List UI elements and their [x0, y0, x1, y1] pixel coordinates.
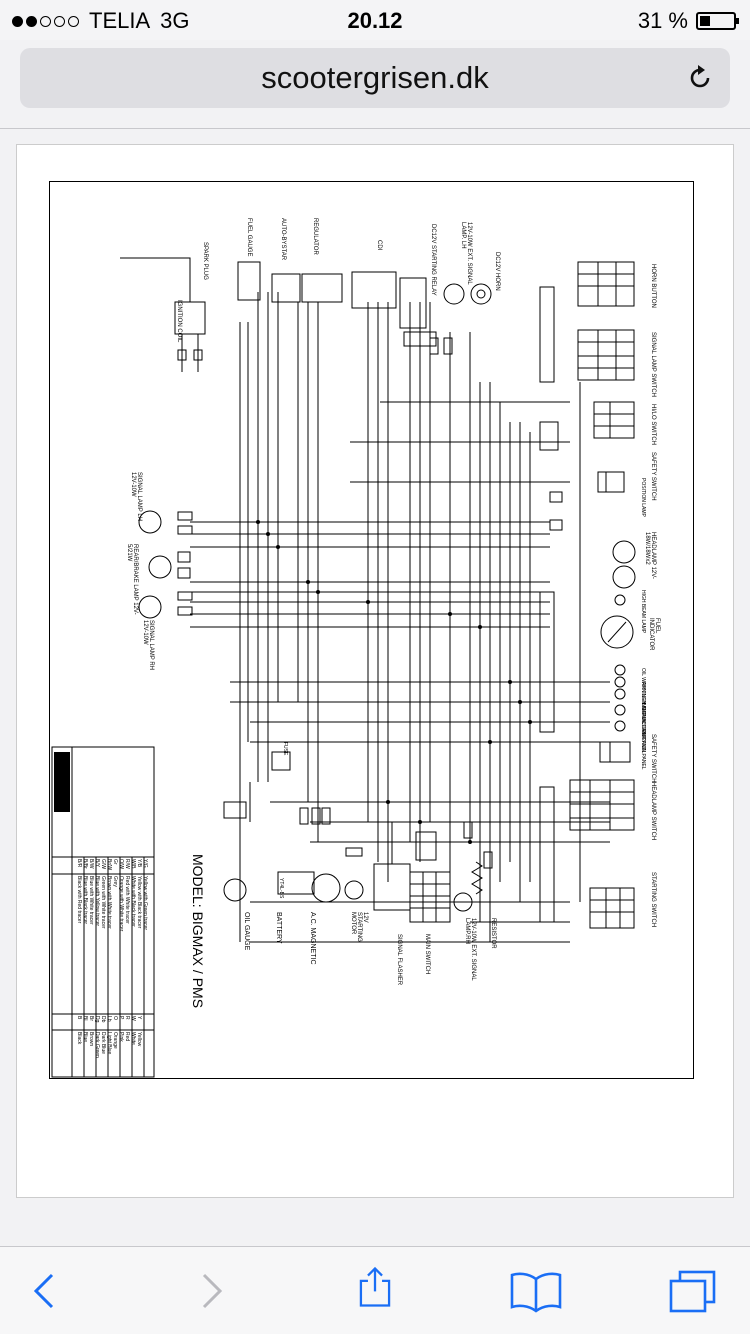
bookmarks-icon[interactable]: [508, 1269, 564, 1313]
browser-toolbar: [0, 1246, 750, 1334]
legend-code: Y: [136, 1016, 142, 1020]
starting-relay-label: DC12V STARTING RELAY: [430, 224, 436, 296]
fuse-label: FUSE: [282, 742, 288, 756]
legend-description: Yellow: [136, 1032, 142, 1047]
ignition-coil-label: IGNITION COIL: [176, 300, 182, 343]
toolbar-divider: [0, 128, 750, 129]
hi-lo-switch-label: HI/LO SWITCH: [650, 404, 656, 446]
back-icon[interactable]: [24, 1269, 68, 1313]
signal-flasher-label: SIGNAL FLASHER: [396, 934, 402, 986]
url-text: scootergrisen.dk: [261, 60, 489, 95]
network-type: 3G: [160, 8, 190, 33]
address-bar[interactable]: scootergrisen.dk: [20, 48, 730, 108]
tabs-icon[interactable]: [668, 1269, 718, 1313]
safety-switch-bottom-label: SAFETY SWITCH: [650, 734, 656, 783]
horn-button-label: HORN BUTTON: [650, 264, 656, 308]
auto-bystar-label: AUTO-BYSTAR: [280, 218, 286, 261]
starting-switch-label: STARTING SWITCH: [650, 872, 656, 928]
headlamp-switch-label: HEADLAMP SWITCH: [650, 782, 656, 841]
battery-percent: 31 %: [637, 8, 688, 33]
regulator-label: REGULATOR: [312, 218, 318, 255]
resistor-label: RESISTOR: [490, 918, 496, 949]
signal-strength-icon: [12, 15, 79, 27]
web-page: SPARK PLUG IGNITION COIL FUEL GAUGE AUTO…: [16, 144, 734, 1198]
carrier-name: TELIA: [89, 8, 151, 33]
horn-label: DC12V HORN: [494, 252, 500, 291]
ext-signal-lamp-rh-label: 12V-10W EXT. SIGNAL LAMP.RH: [464, 918, 476, 981]
reload-icon[interactable]: [686, 64, 714, 92]
spark-plug-label: SPARK PLUG: [202, 242, 208, 280]
high-beam-lamp-label: HIGH BEAM LAMP: [640, 590, 646, 634]
main-switch-label: MAIN SWITCH: [424, 934, 430, 975]
ext-signal-lamp-lh-label: 12V-10W EXT. SIGNAL LAMP. LH: [460, 222, 472, 285]
position-lamp-label: POSITION LAMP: [640, 478, 646, 517]
status-bar: TELIA 3G 20.12 31 %: [0, 0, 750, 40]
legend-description: Yellow with Green tracer: [142, 876, 148, 931]
signal-lamp-switch-label: SIGNAL LAMP SWITCH: [650, 332, 656, 398]
fuel-gauge-label: FUEL GAUGE: [246, 218, 252, 257]
oil-gauge-label: OIL GAUGE: [243, 912, 250, 951]
instruction-panel-label-2: INSTRUCTION PANEL: [640, 718, 646, 770]
starting-motor-label: 12V STARTING MOTOR: [350, 912, 368, 942]
cdi-label: CDI: [376, 240, 382, 251]
wiring-diagram: SPARK PLUG IGNITION COIL FUEL GAUGE AUTO…: [49, 181, 694, 1079]
battery-comp-label: BATTERY: [275, 912, 282, 944]
rear-brake-lamp-label: REAR/BRAKE LAMP 12V-5/21W: [126, 544, 138, 615]
signal-lamp-lh-label: SIGNAL LAMP LH 12V-10W: [130, 472, 142, 522]
safety-switch-top-label: SAFETY SWITCH: [650, 452, 656, 501]
legend-code: Y/G: [142, 859, 148, 868]
fuel-indicator-label: FUEL INDICATOR: [648, 618, 660, 651]
clock: 20.12: [347, 8, 403, 33]
signal-lamp-rh-label: SIGNAL LAMP RH 12V-10W: [142, 620, 154, 671]
share-icon[interactable]: [353, 1265, 397, 1309]
battery-group: 31 %: [637, 8, 739, 34]
wiring-lines: [51, 257, 636, 1078]
model-title: MODEL: BIGMAX / PMS: [190, 854, 206, 1009]
forward-icon[interactable]: [188, 1269, 232, 1313]
battery-model-label: YT4L-BS: [278, 878, 284, 899]
battery-icon: [696, 12, 739, 30]
carrier-group: TELIA 3G: [12, 8, 190, 34]
ac-magnetic-label: A.C. MAGNETIC: [309, 912, 316, 965]
